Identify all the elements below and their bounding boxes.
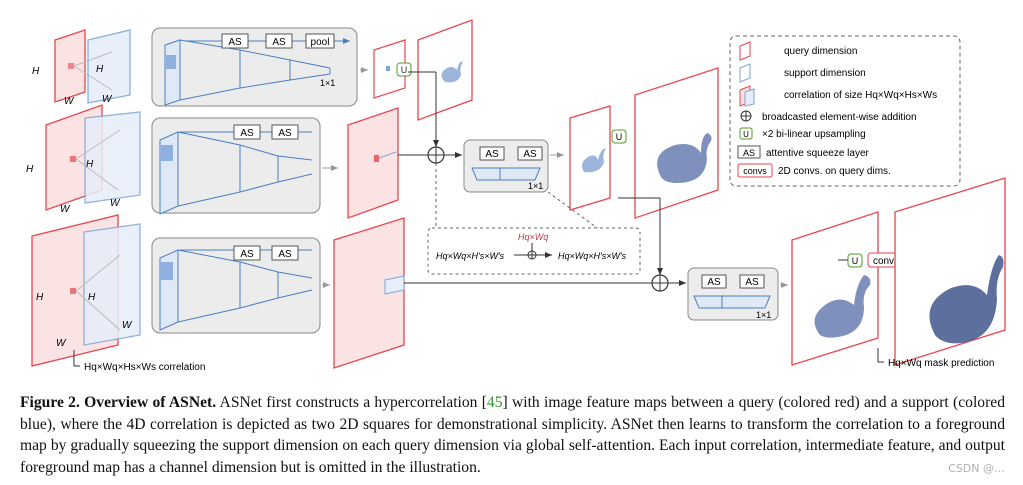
legend-support: support dimension [739, 63, 866, 83]
add-node-2 [651, 274, 669, 292]
label-ws2: W [110, 198, 121, 209]
as-block: AS [272, 37, 286, 48]
correlation-level-1: H H W W Hq×Wq×Hs×Ws correlation [31, 214, 205, 373]
upsample-block: U [616, 132, 623, 142]
correlation-level-3: H H W W [32, 29, 131, 107]
caption-text-1: ASNet first constructs a hypercorrelatio… [216, 394, 487, 411]
label-ws3: W [102, 94, 113, 105]
correlation-level-2: H H W W [26, 104, 141, 215]
one-by-one-label: 1×1 [528, 181, 543, 191]
feature-level-1 [333, 217, 405, 369]
label-hs3: H [96, 64, 104, 75]
as-block: AS [278, 128, 292, 139]
legend-up: U ×2 bi-linear upsampling [739, 127, 866, 140]
legend-query-text: query dimension [784, 46, 857, 57]
legend-as: AS attentive squeeze layer [737, 145, 870, 159]
as-block: AS [240, 128, 254, 139]
legend-convs: convs 2D convs. on query dims. [737, 163, 891, 178]
as-block: AS [523, 149, 537, 160]
label-wq2: W [60, 204, 71, 215]
one-by-one-label: 1×1 [320, 78, 335, 88]
mask-label: Hq×Wq mask prediction [888, 358, 994, 369]
as-block: AS [485, 149, 499, 160]
legend: query dimension support dimension correl… [729, 35, 961, 187]
legend-convs-text: 2D convs. on query dims. [778, 166, 891, 177]
watermark: CSDN @… [948, 462, 1005, 475]
figure-caption: Figure 2. Overview of ASNet. ASNet first… [20, 392, 1005, 478]
as-block: AS [707, 277, 721, 288]
legend-support-text: support dimension [784, 68, 866, 79]
caption-title: Figure 2. Overview of ASNet. [20, 394, 217, 411]
label-hs1: H [88, 292, 96, 303]
module-level-2: AS AS [151, 117, 321, 215]
detail-left: Hq×Wq×H′s×W′s [436, 251, 505, 261]
label-hq3: H [32, 66, 40, 77]
asnet-overview-figure: H H W W AS AS pool 1×1 U [26, 19, 1006, 373]
one-by-one-label: 1×1 [756, 310, 771, 320]
module-merge-1: AS AS 1×1 [463, 139, 549, 193]
as-icon: AS [743, 148, 755, 158]
module-level-1: AS AS [151, 237, 321, 334]
module-merge-2: AS AS 1×1 [687, 267, 779, 321]
as-block: AS [745, 277, 759, 288]
legend-query: query dimension [739, 41, 857, 61]
label-hs2: H [86, 159, 94, 170]
as-block: AS [240, 249, 254, 260]
add-node-1 [427, 146, 445, 164]
upsample-block: U [852, 256, 859, 266]
as-block: AS [278, 249, 292, 260]
label-hq2: H [26, 164, 34, 175]
label-hq1: H [36, 292, 44, 303]
convs-block: convs [873, 256, 899, 267]
legend-corr-text: correlation of size Hq×Wq×Hs×Ws [784, 90, 937, 101]
feature-level-2 [347, 107, 399, 219]
legend-as-text: attentive squeeze layer [766, 148, 870, 159]
detail-top: Hq×Wq [518, 232, 548, 242]
as-block: AS [228, 37, 242, 48]
label-ws1: W [122, 320, 133, 331]
convs-icon: convs [743, 166, 767, 176]
feature-merge-2: U convs Hq×Wq mask prediction [791, 177, 1006, 369]
legend-up-text: ×2 bi-linear upsampling [762, 129, 866, 140]
label-wq3: W [64, 96, 75, 107]
caption-text-2: ] with image feature maps between a quer… [20, 394, 1005, 476]
upsample-icon: U [743, 130, 749, 139]
upsample-block: U [401, 65, 408, 75]
detail-box: Hq×Wq×H′s×W′s Hq×Wq Hq×Wq×H′s×W′s [427, 227, 641, 275]
label-wq1: W [56, 338, 67, 349]
legend-add: broadcasted element-wise addition [740, 110, 917, 123]
feature-level-3: U [373, 19, 473, 121]
module-level-3: AS AS pool 1×1 [151, 27, 358, 107]
legend-add-text: broadcasted element-wise addition [762, 112, 917, 123]
feature-merge-1: U [569, 67, 719, 219]
pool-block: pool [311, 37, 330, 48]
correlation-label: Hq×Wq×Hs×Ws correlation [84, 362, 205, 373]
detail-right: Hq×Wq×H′s×W′s [558, 251, 627, 261]
citation-link[interactable]: 45 [486, 394, 503, 411]
legend-corr: correlation of size Hq×Wq×Hs×Ws [739, 85, 937, 107]
